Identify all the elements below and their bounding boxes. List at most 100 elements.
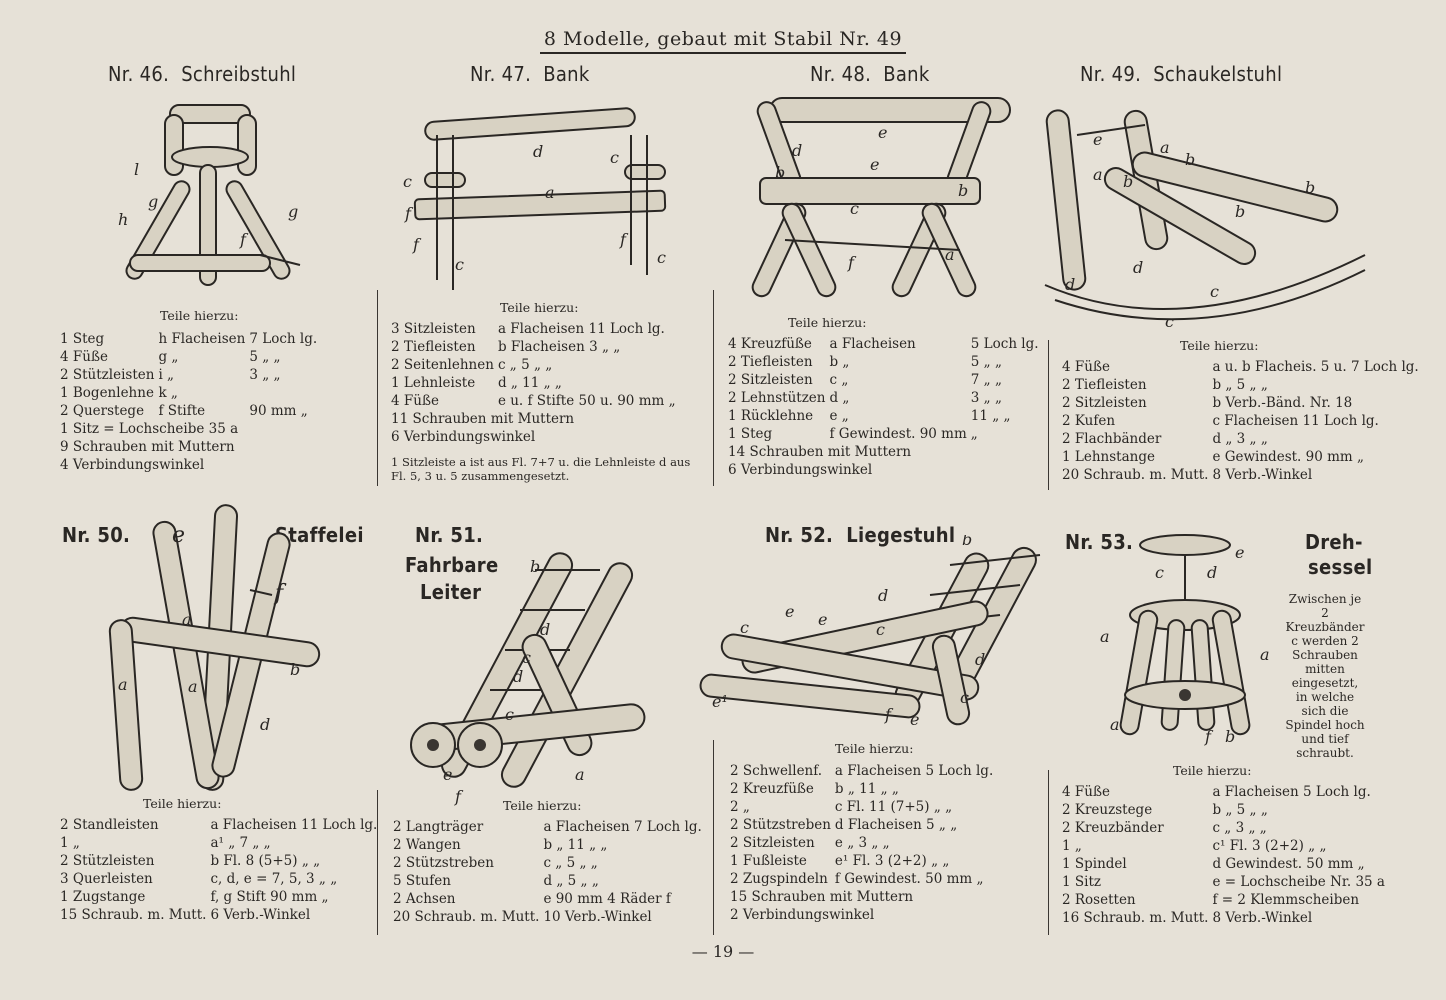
model-51-parts-label: Teile hierzu: [503, 798, 582, 813]
svg-text:a: a [1093, 165, 1103, 184]
svg-text:b: b [958, 181, 968, 200]
divider [377, 790, 378, 935]
model-53-side-note: Zwischen je 2 Kreuzbänder c werden 2 Sch… [1285, 592, 1365, 760]
model-52-parts-label: Teile hierzu: [835, 741, 914, 756]
svg-text:e: e [443, 765, 452, 784]
model-47-illustration: d c c a f f f c c [403, 107, 667, 290]
svg-text:f: f [239, 230, 249, 249]
svg-text:e¹: e¹ [712, 692, 728, 711]
table-row: 9 Schrauben mit Muttern [60, 439, 235, 455]
svg-text:f: f [412, 235, 422, 254]
svg-text:g: g [288, 202, 298, 221]
svg-text:a: a [1110, 715, 1120, 734]
model-46-title: Nr. 46. Schreibstuhl [108, 62, 297, 86]
svg-text:l: l [134, 160, 139, 179]
table-row: 1 „c¹ Fl. 3 (2+2) „ „ [1062, 838, 1327, 854]
divider [713, 740, 714, 935]
table-row: 20 Schraub. m. Mutt.10 Verb.-Winkel [393, 909, 652, 925]
svg-text:b: b [962, 535, 972, 549]
model-51-name-line2: Leiter [420, 580, 482, 604]
model-53-parts-label: Teile hierzu: [1173, 763, 1252, 778]
svg-text:a: a [182, 610, 192, 629]
svg-text:e: e [910, 710, 919, 729]
table-row: 2 Schwellenf.a Flacheisen 5 Loch lg. [730, 763, 994, 779]
model-53-illustration: e c d a a a f b [1100, 534, 1270, 746]
svg-text:d: d [1133, 258, 1143, 277]
svg-text:c: c [1210, 282, 1219, 301]
table-row: 2 Verbindungswinkel [730, 907, 875, 923]
svg-text:a: a [1100, 627, 1110, 646]
model-47-parts-label: Teile hierzu: [500, 300, 579, 315]
model-52-parts-table: 2 Schwellenf.a Flacheisen 5 Loch lg. 2 K… [730, 762, 997, 924]
svg-text:d: d [1065, 275, 1075, 294]
svg-text:a: a [188, 677, 198, 696]
svg-text:a: a [118, 675, 128, 694]
divider [713, 290, 714, 486]
svg-text:f: f [884, 705, 894, 724]
svg-text:e: e [1093, 130, 1102, 149]
table-row: 16 Schraub. m. Mutt.8 Verb.-Winkel [1062, 910, 1313, 926]
table-row: 1 Sitz = Lochscheibe 35 a [60, 421, 239, 437]
svg-text:b: b [1123, 172, 1133, 191]
table-row: 6 Verbindungswinkel [728, 462, 873, 478]
svg-text:c: c [610, 148, 619, 167]
page-number: — 19 — [691, 942, 755, 961]
svg-text:a: a [545, 183, 555, 202]
model-51-illustration: b d c d c e f a [410, 552, 646, 806]
svg-text:b: b [290, 660, 300, 679]
svg-text:c: c [960, 688, 969, 707]
svg-text:b: b [530, 557, 540, 576]
svg-text:c: c [505, 705, 514, 724]
svg-text:f: f [404, 204, 414, 223]
table-row: 2 „c Fl. 11 (7+5) „ „ [730, 799, 953, 815]
svg-text:d: d [540, 620, 550, 639]
svg-text:f: f [619, 230, 629, 249]
model-50-illustration: e f a a b d a [108, 504, 321, 791]
table-row: 20 Schraub. m. Mutt.8 Verb.-Winkel [1062, 467, 1313, 483]
model-51-name-line1: Fahrbare [405, 553, 499, 577]
model-53-name-line2: sessel [1308, 555, 1373, 579]
model-50-number: Nr. 50. [62, 523, 131, 547]
svg-text:b: b [1305, 178, 1315, 197]
table-row: 4 Verbindungswinkel [60, 457, 205, 473]
model-46-parts-label: Teile hierzu: [160, 308, 239, 323]
table-row: 11 Schrauben mit Muttern [391, 411, 575, 427]
svg-text:d: d [533, 142, 543, 161]
svg-text:b: b [1235, 202, 1245, 221]
svg-text:c: c [522, 648, 531, 667]
svg-text:e: e [818, 610, 827, 629]
svg-text:b: b [1185, 150, 1195, 169]
svg-text:e: e [785, 602, 794, 621]
svg-text:b: b [1225, 727, 1235, 746]
svg-text:c: c [403, 172, 412, 191]
svg-text:c: c [1165, 312, 1174, 331]
